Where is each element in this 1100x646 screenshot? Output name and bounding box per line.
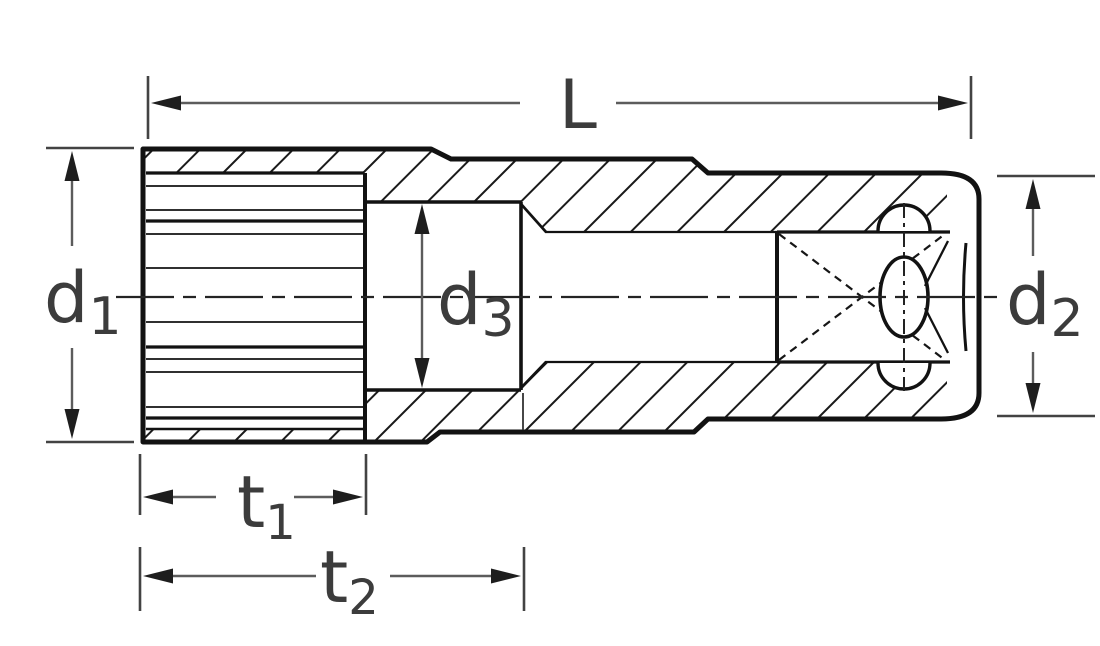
section-hatching: [143, 149, 947, 442]
t2-arrow-left: [143, 568, 173, 584]
t2-arrow-right: [491, 568, 521, 584]
d2-arrow-up: [1025, 179, 1041, 209]
dimension-label-t1: t1: [237, 460, 296, 551]
dimension-d2: d2: [997, 174, 1095, 418]
dimension-label-d2: d2: [1006, 259, 1084, 349]
dimension-label-d1: d1: [44, 257, 122, 347]
spline-bore: [146, 171, 367, 442]
dimension-d3: d3: [414, 204, 515, 388]
dimension-L: L: [146, 66, 973, 145]
drive-cone-top: [923, 240, 950, 287]
dimension-label-t2: t2: [320, 535, 379, 626]
d3-cone-top: [519, 203, 548, 233]
dimension-label-L: L: [559, 66, 597, 145]
L-arrow-left: [151, 95, 181, 111]
t1-arrow-left: [143, 489, 173, 505]
outer-profile-path: [140, 146, 982, 445]
d3-arrow-up: [414, 204, 430, 234]
d2-arrow-down: [1025, 383, 1041, 413]
dimension-label-d3: d3: [437, 259, 515, 349]
dimension-t1: t1: [138, 454, 368, 551]
outer-profile: [140, 146, 982, 445]
d3-arrow-down: [414, 358, 430, 388]
hatch-region-body-bottom: [364, 363, 947, 442]
d1-arrow-down: [64, 409, 80, 439]
d1-arrow-up: [64, 151, 80, 181]
L-arrow-right: [938, 95, 968, 111]
hatch-region-body-top: [364, 149, 947, 231]
dimension-d1: d1: [44, 146, 134, 444]
t1-arrow-right: [333, 489, 363, 505]
hatch-region-head-bottom: [143, 429, 364, 442]
dimension-t2: t2: [138, 393, 526, 626]
drive-cone-bottom: [923, 307, 950, 354]
d3-cone-bottom: [519, 361, 548, 389]
hatch-region-head-top: [143, 149, 364, 173]
